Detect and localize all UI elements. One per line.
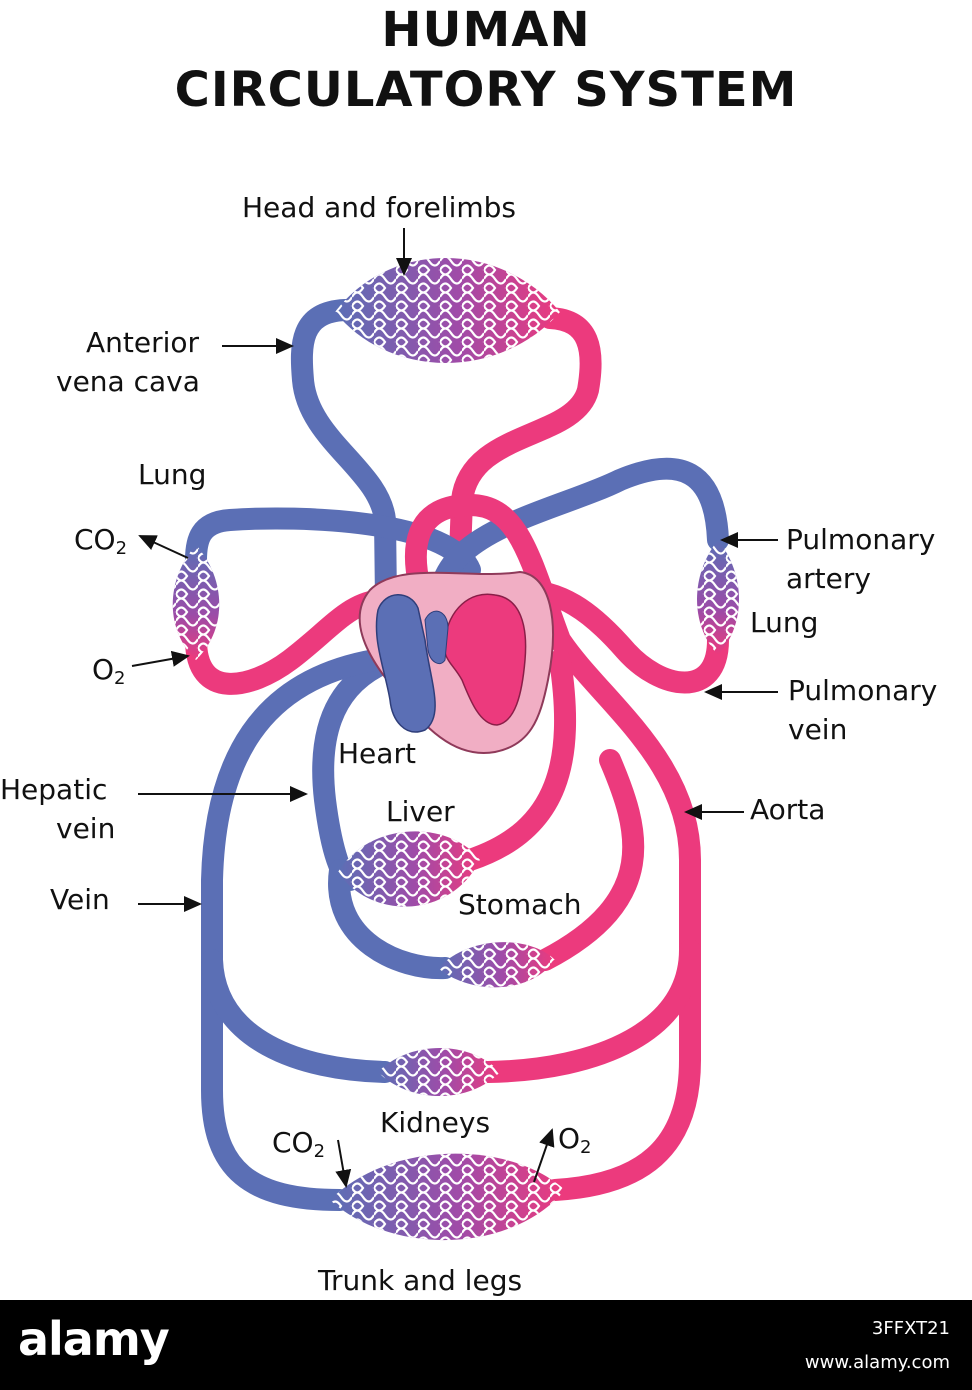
label-lung-right: Lung bbox=[750, 606, 819, 639]
circulatory-diagram bbox=[131, 228, 778, 1241]
label-aorta: Aorta bbox=[750, 793, 826, 826]
pulmonary-artery-left-vessel bbox=[185, 507, 481, 581]
label-hepatic-vein-1: Hepatic bbox=[0, 773, 108, 806]
aorta-kidney-branch-vessel bbox=[477, 939, 701, 1083]
liver-capillary-bed bbox=[338, 831, 480, 907]
watermark-logo: alamy bbox=[18, 1312, 170, 1366]
label-co2-left: CO2 bbox=[74, 523, 128, 559]
diagram-canvas: HUMAN CIRCULATORY SYSTEM bbox=[0, 2, 938, 1297]
watermark-footer bbox=[0, 1300, 972, 1390]
head-capillary-bed bbox=[335, 258, 560, 363]
watermark-image-id: 3FFXT21 bbox=[871, 1318, 950, 1339]
arrow-co2-left bbox=[138, 535, 189, 559]
kidney-capillary-bed bbox=[378, 1048, 500, 1096]
label-o2-left: O2 bbox=[92, 653, 126, 689]
pulmonary-artery-right-vessel bbox=[429, 457, 729, 611]
kidney-vein-vessel bbox=[201, 949, 396, 1083]
label-heart: Heart bbox=[338, 737, 416, 770]
arrow-o2-left bbox=[131, 650, 190, 667]
label-anterior-vena-cava-2: vena cava bbox=[56, 365, 200, 398]
aorta-liver-branch-vessel bbox=[459, 649, 577, 871]
arrow-o2-bottom bbox=[533, 1128, 555, 1183]
label-kidneys: Kidneys bbox=[380, 1106, 491, 1139]
anterior-vena-cava-vessel bbox=[290, 299, 397, 611]
label-liver: Liver bbox=[386, 795, 455, 828]
label-head-forelimbs: Head and forelimbs bbox=[242, 191, 516, 224]
label-pulmonary-vein-1: Pulmonary bbox=[788, 674, 938, 707]
label-pulmonary-vein-2: vein bbox=[788, 713, 848, 746]
title-line-2: CIRCULATORY SYSTEM bbox=[174, 62, 798, 118]
stomach-vein-vessel bbox=[328, 859, 456, 980]
label-o2-bottom: O2 bbox=[558, 1122, 592, 1158]
arrow-co2-bottom bbox=[335, 1139, 352, 1188]
heart-icon bbox=[358, 570, 554, 755]
label-co2-bottom: CO2 bbox=[272, 1126, 326, 1162]
pulmonary-vein-right-vessel bbox=[509, 579, 729, 694]
watermark-url: www.alamy.com bbox=[804, 1352, 950, 1373]
trunk-capillary-bed bbox=[330, 1153, 565, 1241]
stomach-capillary-bed bbox=[438, 942, 555, 988]
label-pulmonary-artery-2: artery bbox=[786, 562, 871, 595]
aortic-arch-vessel bbox=[405, 494, 701, 1201]
title-line-1: HUMAN bbox=[381, 2, 591, 58]
label-vein: Vein bbox=[50, 883, 110, 916]
label-stomach: Stomach bbox=[458, 888, 582, 921]
aorta-stomach-branch-vessel bbox=[534, 749, 645, 971]
pulmonary-vein-left-vessel bbox=[185, 589, 396, 695]
label-hepatic-vein-2: vein bbox=[56, 812, 116, 845]
head-artery-vessel bbox=[449, 307, 602, 566]
label-anterior-vena-cava-1: Anterior bbox=[86, 326, 200, 359]
label-trunk-legs: Trunk and legs bbox=[318, 1264, 523, 1297]
label-pulmonary-artery-1: Pulmonary bbox=[786, 523, 936, 556]
right-lung-capillary-bed bbox=[697, 540, 739, 655]
label-lung-left: Lung bbox=[138, 458, 207, 491]
main-vein-vessel bbox=[201, 649, 386, 1211]
left-lung-capillary-bed bbox=[172, 545, 220, 660]
